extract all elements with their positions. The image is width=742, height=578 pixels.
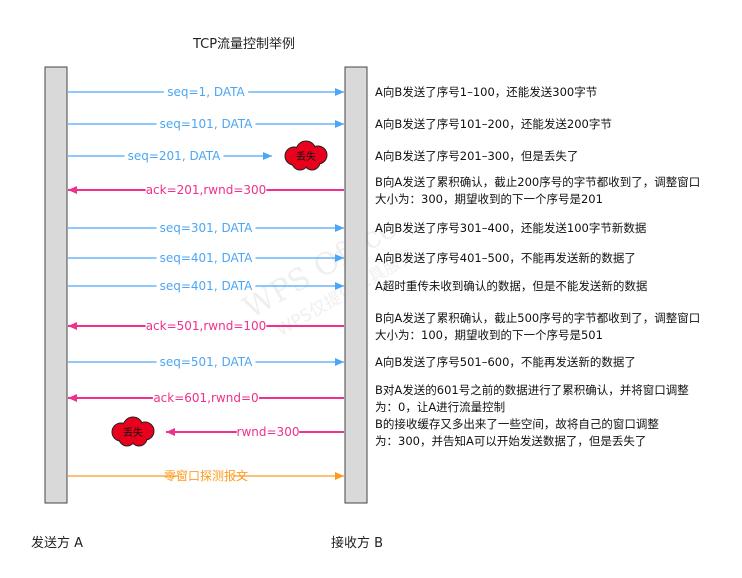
message-label: rwnd=300 [237,425,300,439]
row-note-line: 大小为：100，期望收到的下一个序号是501 [375,328,603,342]
loss-cloud-fill [293,155,307,169]
row-note-line: A向B发送了序号401–500，不能再发送新的数据了 [375,251,636,265]
message-arrow-head [335,282,344,290]
message-arrow-head [335,472,344,480]
row-note-line: 为：300，并告知A可以开始发送数据了，但是丢失了 [375,434,646,448]
message-label-bg [145,182,267,197]
message-row-12: 零窗口探测报文 [68,468,344,483]
sender-lifeline [44,66,68,504]
message-row-11: rwnd=300 丢失 B的接收缓存又多出来了一些空间，故将自己的窗口调整为：300… [111,416,659,448]
message-row-2: seq=101, DATA A向B发送了序号101–200，还能发送200字节 [68,116,612,131]
message-row-6: seq=401, DATA A向B发送了序号401–500，不能再发送新的数据了 [68,250,636,265]
message-label-bg [124,148,224,163]
row-note-line: A向B发送了序号301–400，还能发送100字节新数据 [375,221,647,235]
row-note-line: A向B发送了序号501–600，不能再发送新的数据了 [375,355,636,369]
message-label-bg [178,468,234,483]
message-row-5: seq=301, DATA A向B发送了序号301–400，还能发送100字节新数… [68,220,647,235]
diagram-title: TCP流量控制举例 [192,37,295,52]
message-label: seq=501, DATA [160,355,254,369]
message-row-4: ack=201,rwnd=300 B向A发送了累积确认，截止200序号的字节都收到… [68,175,700,206]
message-row-8: ack=501,rwnd=100 B向A发送了累积确认，截止500序号的字节都收到… [68,311,700,342]
row-note-line: A向B发送了序号1–100，还能发送300字节 [375,85,597,99]
message-label: seq=401, DATA [160,279,254,293]
message-label: seq=401, DATA [160,251,254,265]
row-note-line: 为：0，让A进行流量控制 [375,400,505,414]
row-note-line: A向B发送了序号101–200，还能发送200字节 [375,117,612,131]
message-label: ack=601,rwnd=0 [153,391,258,405]
message-label-bg [156,354,256,369]
message-label-bg [156,250,256,265]
message-arrow-head [68,394,77,402]
message-arrow-head [68,186,77,194]
loss-cloud-fill [132,431,146,445]
message-label: ack=201,rwnd=300 [146,183,267,197]
message-label: seq=201, DATA [128,149,222,163]
message-label: seq=101, DATA [160,117,254,131]
message-label-bg [156,220,256,235]
message-label: ack=501,rwnd=100 [146,319,267,333]
receiver-label: 接收方 B [331,535,383,551]
row-note-line: B对A发送的601号之前的数据进行了累积确认，并将窗口调整 [375,383,689,397]
loss-cloud-3: 丢失 [284,140,328,171]
message-label-bg [236,424,300,439]
loss-label: 丢失 [296,150,316,163]
message-rows: seq=1, DATA A向B发送了序号1–100，还能发送300字节 seq=10… [68,84,700,483]
message-label: seq=301, DATA [160,221,254,235]
loss-cloud-11: 丢失 [111,416,155,447]
message-label-bg [145,318,267,333]
message-row-1: seq=1, DATA A向B发送了序号1–100，还能发送300字节 [68,84,597,99]
loss-cloud-fill [120,431,134,445]
message-arrow-head [335,254,344,262]
message-row-3: seq=201, DATA 丢失 A向B发送了序号201–300，但是丢失了 [68,140,578,171]
message-label-bg [156,116,256,131]
message-row-7: seq=401, DATA A超时重传未收到确认的数据，但是不能发送新的数据 [68,278,648,293]
loss-label: 丢失 [123,426,143,439]
message-arrow-head [335,88,344,96]
message-label-bg [163,84,249,99]
message-label-bg [152,390,260,405]
message-row-9: seq=501, DATA A向B发送了序号501–600，不能再发送新的数据了 [68,354,636,369]
loss-cloud-fill [305,155,319,169]
message-label: seq=1, DATA [167,85,245,99]
message-arrow-head [335,120,344,128]
row-note-line: 大小为：300，期望收到的下一个序号是201 [375,192,603,206]
message-arrow-head [335,224,344,232]
message-arrow-head [166,428,175,436]
message-row-10: ack=601,rwnd=0 B对A发送的601号之前的数据进行了累积确认，并将窗… [68,383,689,414]
row-note-line: B向A发送了累积确认，截止200序号的字节都收到了，调整窗口 [375,175,700,189]
row-note-line: A向B发送了序号201–300，但是丢失了 [375,149,578,163]
row-note-line: B向A发送了累积确认，截止500序号的字节都收到了，调整窗口 [375,311,700,325]
receiver-lifeline [344,66,368,504]
message-arrow-head [263,152,272,160]
sender-label: 发送方 A [31,535,83,551]
message-label: 零窗口探测报文 [164,468,248,483]
message-arrow-head [68,322,77,330]
row-note-line: A超时重传未收到确认的数据，但是不能发送新的数据 [375,279,648,293]
message-label-bg [156,278,256,293]
row-note-line: B的接收缓存又多出来了一些空间，故将自己的窗口调整 [375,417,659,431]
message-arrow-head [335,358,344,366]
